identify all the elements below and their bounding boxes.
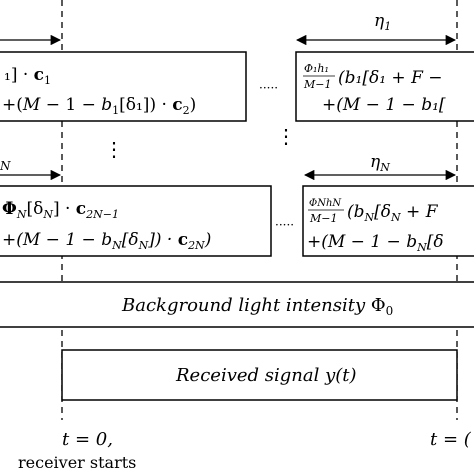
box-pulse-N-right [302, 185, 474, 257]
t0-caption: receiver starts [18, 453, 136, 472]
box4-line2: +(M − 1 − bN[δ [307, 232, 444, 254]
box2-frac-num: Φ₁h₁ [304, 62, 329, 75]
box-pulse-1-left [0, 51, 247, 122]
label-left-top-sub: N [0, 159, 11, 173]
label-eta1: η1 [374, 11, 391, 33]
h-ellipsis-top: ····· [259, 81, 278, 95]
label-etaN: ηN [370, 152, 390, 174]
h-ellipsis-bottom: ····· [275, 218, 294, 232]
box2-line1: (b₁[δ₁ + F − [338, 68, 443, 88]
box3-line1: ΦN[δN] · c2N−1 [2, 199, 119, 221]
box-pulse-1-right [295, 51, 474, 122]
t-end-label: t = ( [430, 429, 472, 450]
background-label: Background light intensity Φ0 [121, 295, 393, 318]
box3-line2: +(M − 1 − bN[δN]) · c2N) [2, 230, 211, 252]
box-background [0, 281, 474, 328]
v-ellipsis-right: ⋮ [276, 124, 296, 148]
box2-line2: +(M − 1 − b₁[ [322, 95, 446, 115]
box2-frac-den: M−1 [303, 78, 331, 91]
box1-line1: ₁] · c1 [4, 65, 51, 87]
box4-frac-den: M−1 [309, 212, 337, 225]
t0-label: t = 0, [62, 429, 113, 450]
box-received-signal [61, 349, 458, 401]
box1-line2: +(M − 1 − b1[δ₁]) · c2) [2, 95, 196, 117]
box-pulse-N-left [0, 185, 272, 257]
box4-line1: (bN[δN + F [347, 202, 439, 224]
box4-frac-num: ΦNhN [309, 198, 342, 209]
v-ellipsis-left: ⋮ [104, 137, 124, 161]
received-signal-label: Received signal y(t) [175, 365, 357, 386]
